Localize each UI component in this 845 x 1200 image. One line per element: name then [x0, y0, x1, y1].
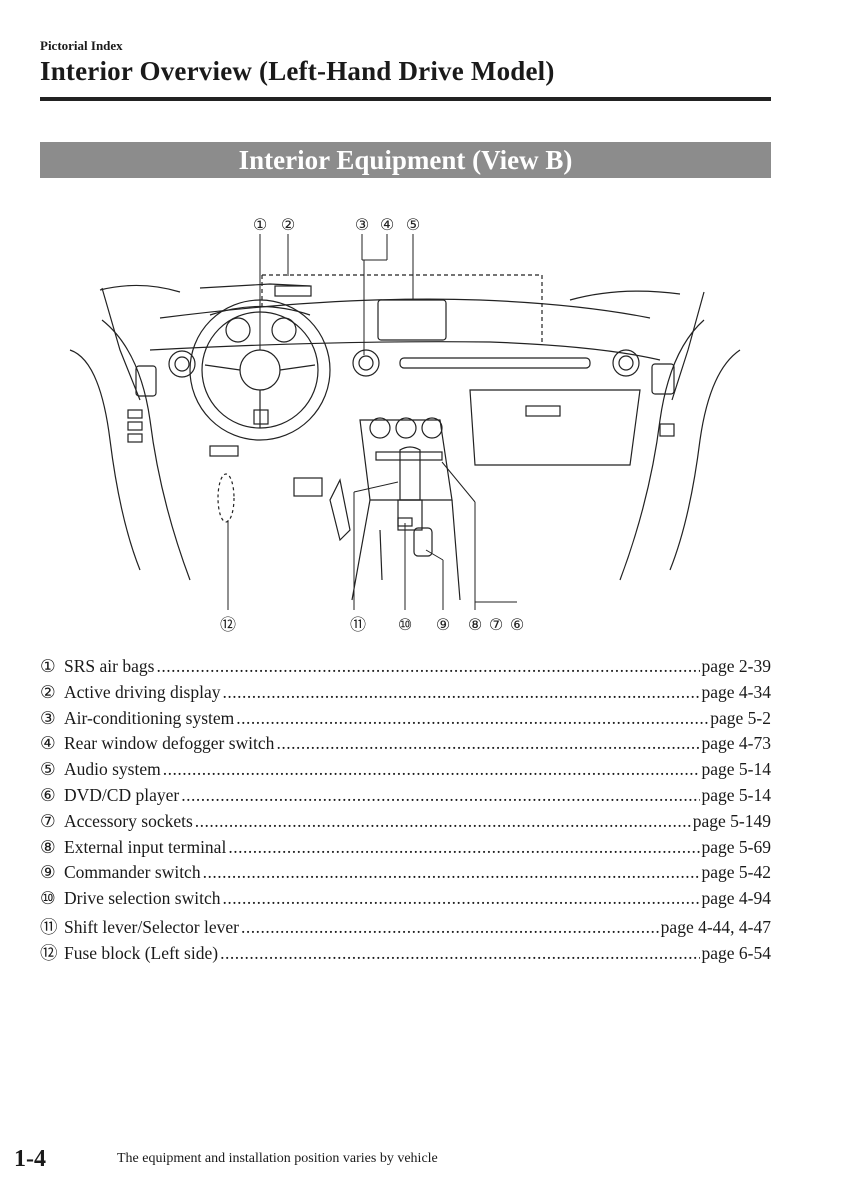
list-item: ⑫Fuse block (Left side) page 6-54 [40, 940, 771, 966]
item-page-ref: page 4-94 [702, 888, 772, 909]
item-label: Audio system [64, 759, 161, 780]
item-label: Air-conditioning system [64, 708, 234, 729]
item-page-ref: page 4-73 [702, 733, 772, 754]
item-number: ⑥ [40, 785, 64, 806]
list-item: ⑧External input terminal page 5-69 [40, 837, 771, 863]
item-page-ref: page 5-14 [702, 785, 772, 806]
item-label: SRS air bags [64, 656, 154, 677]
section-label: Pictorial Index [40, 38, 123, 54]
list-item: ③Air-conditioning system page 5-2 [40, 708, 771, 734]
page-number: 1-4 [14, 1146, 46, 1173]
item-page-ref: page 6-54 [702, 943, 772, 964]
item-number: ⑤ [40, 759, 64, 780]
item-number: ③ [40, 708, 64, 729]
list-item: ⑥DVD/CD player page 5-14 [40, 785, 771, 811]
item-number: ⑦ [40, 811, 64, 832]
item-number: ⑧ [40, 837, 64, 858]
callout-3: ③ [355, 215, 369, 234]
item-page-ref: page 2-39 [702, 656, 772, 677]
callout-12: ⑫ [220, 615, 236, 634]
equipment-list: ①SRS air bags page 2-39 ②Active driving d… [40, 656, 771, 966]
item-label: Accessory sockets [64, 811, 193, 832]
title-rule [40, 97, 771, 101]
section-banner: Interior Equipment (View B) [40, 142, 771, 178]
callout-4: ④ [380, 215, 394, 234]
list-item: ⑪Shift lever/Selector lever page 4-44, 4-… [40, 914, 771, 940]
item-page-ref: page 5-149 [693, 811, 771, 832]
item-label: Active driving display [64, 682, 221, 703]
callout-9: ⑨ [436, 615, 450, 634]
item-number: ⑪ [40, 914, 64, 939]
footer-note: The equipment and installation position … [117, 1151, 438, 1167]
item-number: ⑨ [40, 862, 64, 883]
item-number: ⑩ [40, 888, 64, 909]
item-number: ① [40, 656, 64, 677]
list-item: ⑤Audio system page 5-14 [40, 759, 771, 785]
callout-8: ⑧ [468, 615, 482, 634]
item-number: ② [40, 682, 64, 703]
page-title: Interior Overview (Left-Hand Drive Model… [40, 56, 555, 87]
item-number: ⑫ [40, 940, 64, 965]
callout-10: ⑩ [398, 615, 412, 634]
callout-1: ① [253, 215, 267, 234]
item-label: Commander switch [64, 862, 201, 883]
item-label: DVD/CD player [64, 785, 179, 806]
list-item: ⑩Drive selection switch page 4-94 [40, 888, 771, 914]
list-item: ⑦Accessory sockets page 5-149 [40, 811, 771, 837]
item-page-ref: page 5-42 [702, 862, 772, 883]
item-page-ref: page 5-2 [710, 708, 771, 729]
item-label: Drive selection switch [64, 888, 220, 909]
item-label: External input terminal [64, 837, 226, 858]
interior-diagram: ① ② ③ ④ ⑤ ⑫ ⑪ ⑩ ⑨ ⑧ ⑦ ⑥ [40, 200, 771, 650]
item-label: Fuse block (Left side) [64, 943, 218, 964]
item-label: Shift lever/Selector lever [64, 917, 239, 938]
item-number: ④ [40, 733, 64, 754]
callout-11: ⑪ [350, 615, 366, 634]
callout-2: ② [281, 215, 295, 234]
callout-5: ⑤ [406, 215, 420, 234]
list-item: ①SRS air bags page 2-39 [40, 656, 771, 682]
list-item: ②Active driving display page 4-34 [40, 682, 771, 708]
callout-6: ⑥ [510, 615, 524, 634]
callout-7: ⑦ [489, 615, 503, 634]
interior-illustration: ① ② ③ ④ ⑤ ⑫ ⑪ ⑩ ⑨ ⑧ ⑦ ⑥ [40, 200, 771, 650]
item-page-ref: page 5-14 [702, 759, 772, 780]
item-page-ref: page 5-69 [702, 837, 772, 858]
list-item: ⑨Commander switch page 5-42 [40, 862, 771, 888]
item-page-ref: page 4-44, 4-47 [661, 917, 771, 938]
list-item: ④Rear window defogger switch page 4-73 [40, 733, 771, 759]
item-label: Rear window defogger switch [64, 733, 274, 754]
item-page-ref: page 4-34 [702, 682, 772, 703]
